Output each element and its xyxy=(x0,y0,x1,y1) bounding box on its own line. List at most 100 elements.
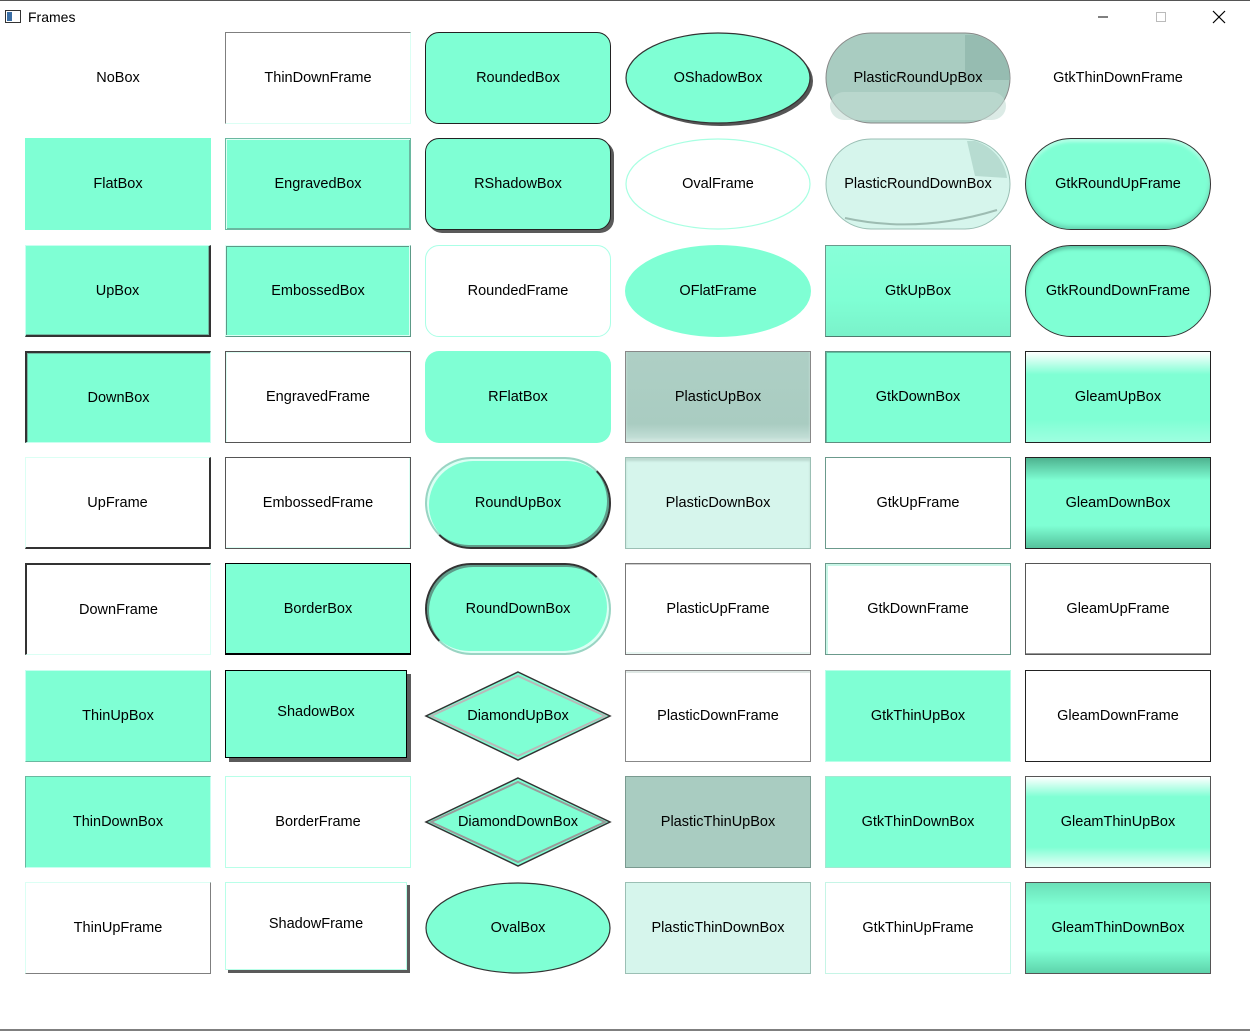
frame-sample-embossed-frame: EmbossedFrame xyxy=(225,457,411,549)
frame-label: RFlatBox xyxy=(488,389,548,405)
frame-label: GleamUpFrame xyxy=(1066,601,1170,617)
frame-shape xyxy=(825,138,1011,230)
frame-sample-diamond-up-box: DiamondUpBox xyxy=(424,670,612,762)
minimize-button[interactable] xyxy=(1080,1,1126,33)
frame-sample-oval-frame: OvalFrame xyxy=(625,138,811,230)
frame-sample-border-box: BorderBox xyxy=(225,563,411,655)
frame-sample-gtk-thin-up-frame: GtkThinUpFrame xyxy=(825,882,1011,974)
frame-label: ThinDownFrame xyxy=(264,70,372,86)
frame-sample-plastic-thin-down-box: PlasticThinDownBox xyxy=(625,882,811,974)
frame-label: GleamDownFrame xyxy=(1057,708,1179,724)
frame-sample-down-box: DownBox xyxy=(25,351,211,443)
frame-sample-up-box: UpBox xyxy=(25,245,211,337)
frame-label: PlasticThinDownBox xyxy=(651,920,785,936)
frame-sample-plastic-round-up-box: PlasticRoundUpBox xyxy=(825,32,1011,124)
frame-sample-gtk-up-frame: GtkUpFrame xyxy=(825,457,1011,549)
frame-label: RShadowBox xyxy=(474,176,562,192)
frame-sample-plastic-round-down-box: PlasticRoundDownBox xyxy=(825,138,1011,230)
frame-sample-rounded-box: RoundedBox xyxy=(425,32,611,124)
frame-sample-thin-up-box: ThinUpBox xyxy=(25,670,211,762)
frame-label: OShadowBox xyxy=(673,70,763,86)
frame-shape xyxy=(425,882,611,974)
frame-sample-thin-down-frame: ThinDownFrame xyxy=(225,32,411,124)
frame-label: GtkThinDownBox xyxy=(861,814,975,830)
frame-label: GleamThinUpBox xyxy=(1060,814,1176,830)
frame-sample-down-frame: DownFrame xyxy=(25,563,211,655)
frame-label: ShadowFrame xyxy=(268,916,364,932)
frame-sample-oshadow-box: OShadowBox xyxy=(625,32,813,126)
frame-label: BorderFrame xyxy=(275,814,361,830)
frame-label: BorderBox xyxy=(283,600,353,617)
frame-sample-shadow-box: ShadowBox xyxy=(225,670,407,758)
frame-shape xyxy=(424,777,612,867)
frame-shape xyxy=(424,671,612,761)
frame-label: DiamondUpBox xyxy=(467,708,569,724)
frame-label: RoundUpBox xyxy=(474,495,562,511)
window-title: Frames xyxy=(28,9,76,25)
frame-label: OvalBox xyxy=(490,920,546,936)
frame-sample-plastic-thin-up-box: PlasticThinUpBox xyxy=(625,776,811,868)
frame-shape xyxy=(625,32,813,126)
frame-label: GleamThinDownBox xyxy=(1051,920,1185,936)
minimize-icon xyxy=(1098,16,1108,18)
frame-sample-plastic-up-frame: PlasticUpFrame xyxy=(625,563,811,655)
frame-label: GtkDownBox xyxy=(875,389,961,405)
frame-label: EmbossedBox xyxy=(271,283,365,299)
frame-label: GtkThinDownFrame xyxy=(1053,70,1183,86)
frame-sample-engraved-frame: EngravedFrame xyxy=(225,351,411,443)
frame-label: PlasticThinUpBox xyxy=(660,814,776,830)
frame-label: ShadowBox xyxy=(277,704,355,720)
frame-label: ThinDownBox xyxy=(72,814,164,830)
frame-sample-gtk-thin-down-frame: GtkThinDownFrame xyxy=(1025,32,1211,124)
frame-sample-gtk-up-box: GtkUpBox xyxy=(825,245,1011,337)
frame-label: FlatBox xyxy=(93,176,143,192)
frame-sample-gtk-thin-up-box: GtkThinUpBox xyxy=(825,670,1011,762)
frame-sample-border-frame: BorderFrame xyxy=(225,776,411,868)
frame-sample-embossed-box: EmbossedBox xyxy=(225,245,411,337)
frame-label: GtkThinUpBox xyxy=(870,708,966,724)
frame-sample-gleam-thin-up-box: GleamThinUpBox xyxy=(1025,776,1211,868)
frame-sample-gleam-thin-down-box: GleamThinDownBox xyxy=(1025,882,1211,974)
frame-label: GtkRoundDownFrame xyxy=(1045,283,1191,299)
frame-label: NoBox xyxy=(96,70,140,86)
frame-sample-diamond-down-box: DiamondDownBox xyxy=(424,776,612,868)
frame-sample-gleam-up-frame: GleamUpFrame xyxy=(1025,563,1211,655)
frame-label: RoundedBox xyxy=(476,70,560,86)
frame-sample-gtk-thin-down-box: GtkThinDownBox xyxy=(825,776,1011,868)
frame-shape xyxy=(625,138,811,230)
close-button[interactable] xyxy=(1196,1,1242,33)
frame-sample-round-down-box: RoundDownBox xyxy=(425,563,611,655)
frame-label: UpFrame xyxy=(87,494,148,511)
maximize-icon xyxy=(1156,12,1166,22)
frame-sample-no-box: NoBox xyxy=(25,32,211,124)
frame-label: RoundDownBox xyxy=(465,601,571,617)
frame-sample-gleam-up-box: GleamUpBox xyxy=(1025,351,1211,443)
frame-shape xyxy=(825,32,1011,124)
frame-sample-gtk-down-box: GtkDownBox xyxy=(825,351,1011,443)
frame-label: GtkUpFrame xyxy=(876,495,960,511)
frame-label: PlasticRoundDownBox xyxy=(844,176,992,192)
frame-sample-up-frame: UpFrame xyxy=(25,457,211,549)
frame-label: GtkThinUpFrame xyxy=(862,920,974,936)
frame-sample-shadow-frame: ShadowFrame xyxy=(225,882,407,970)
frame-sample-rflat-box: RFlatBox xyxy=(425,351,611,443)
frame-sample-rounded-frame: RoundedFrame xyxy=(425,245,611,337)
maximize-button[interactable] xyxy=(1138,1,1184,33)
frame-label: PlasticDownBox xyxy=(665,495,771,511)
frame-sample-thin-up-frame: ThinUpFrame xyxy=(25,882,211,974)
frame-label: ThinUpBox xyxy=(82,708,154,724)
frame-label: ThinUpFrame xyxy=(73,920,163,936)
frame-sample-gleam-down-frame: GleamDownFrame xyxy=(1025,670,1211,762)
title-bar: Frames xyxy=(0,0,1250,32)
frame-sample-engraved-box: EngravedBox xyxy=(225,138,411,230)
frame-label: GtkUpBox xyxy=(884,283,952,299)
frame-label: PlasticDownFrame xyxy=(657,708,779,724)
frame-label: PlasticUpBox xyxy=(674,389,762,405)
frame-sample-oflat-frame: OFlatFrame xyxy=(625,245,811,337)
frame-label: DownBox xyxy=(87,389,150,406)
frame-label: OFlatFrame xyxy=(679,283,757,299)
close-icon xyxy=(1212,10,1226,24)
frame-label: UpBox xyxy=(95,282,140,299)
app-icon xyxy=(5,10,21,23)
frame-label: DownFrame xyxy=(79,601,158,618)
